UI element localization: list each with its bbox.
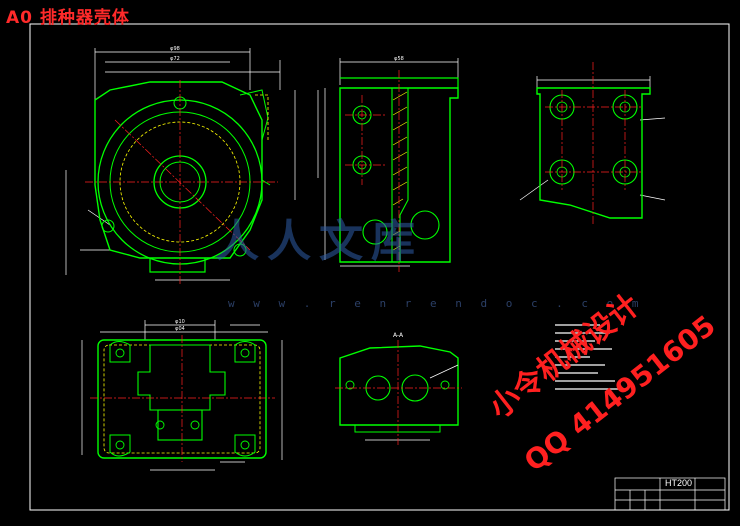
dim-plan-length: φ04 — [175, 326, 185, 332]
dim-side-width: φ58 — [394, 56, 404, 62]
drawing-border — [29, 23, 730, 511]
material-label: HT200 — [665, 478, 693, 488]
technical-notes — [555, 324, 620, 390]
front-view: φ98 φ72 — [65, 46, 319, 285]
dim-top-overall: φ98 — [170, 46, 180, 52]
side-section-view: φ58 — [324, 56, 459, 272]
watermark-brand: 人人文库 — [215, 216, 423, 267]
dim-top-inner: φ72 — [170, 56, 180, 62]
title-block — [614, 477, 726, 511]
right-view — [519, 62, 666, 225]
watermark-url: w w w . r e n r e n d o c . c o m — [228, 297, 645, 310]
section-label: A-A — [393, 332, 404, 339]
plan-view: φ10 φ04 — [81, 319, 283, 471]
dim-plan-width: φ10 — [175, 319, 185, 325]
section-aa-view: A-A — [335, 332, 462, 445]
drawing-title: A0 排种器壳体 — [6, 8, 130, 28]
